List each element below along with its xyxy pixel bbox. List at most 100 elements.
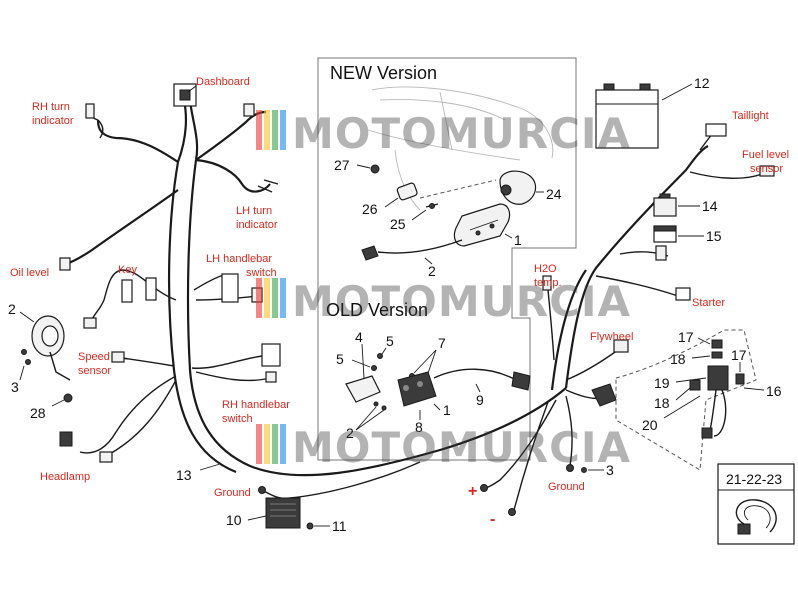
label-lh-switch-1: LH handlebar [206, 253, 272, 265]
callout-26: 26 [362, 201, 378, 217]
old-version-title: OLD Version [326, 300, 428, 320]
branch-ground-right [565, 395, 573, 467]
part-1-coil-old [397, 371, 437, 407]
branch-flywheel [565, 349, 619, 381]
svg-text:MOTOMURCIA: MOTOMURCIA [292, 423, 631, 472]
label-h2o-2: temp. [534, 277, 562, 289]
red-labels: Dashboard RH turn indicator LH turn indi… [10, 76, 789, 528]
branch-headlamp [79, 375, 177, 457]
callout-21-22-23: 21-22-23 [726, 471, 782, 487]
part-24-bracket [499, 170, 544, 205]
lead-battery-plus [483, 399, 557, 489]
branch-upper-right [195, 110, 267, 161]
branch-speed-sensor [121, 357, 175, 367]
label-lh-turn-2: indicator [236, 219, 278, 231]
callout-2-new: 2 [428, 263, 436, 279]
label-ground-right: Ground [548, 481, 585, 493]
part-2-horn [31, 315, 71, 381]
callout-14: 14 [702, 198, 718, 214]
callout-17-b: 17 [731, 347, 747, 363]
label-rh-turn-1: RH turn [32, 101, 70, 113]
watermark-middle: MOTOMURCIA [256, 277, 631, 326]
part-4-bracket [345, 375, 381, 403]
lead-battery-minus [513, 401, 549, 511]
label-speed-2: sensor [78, 365, 111, 377]
oil-level-connector [59, 257, 71, 271]
label-h2o-1: H2O [534, 263, 557, 275]
callout-1-new: 1 [514, 232, 522, 248]
branch-lh-turn [195, 158, 271, 193]
branch-key [89, 269, 177, 325]
spark-cap-old [511, 371, 531, 391]
label-fuel-1: Fuel level [742, 149, 789, 161]
svg-text:MOTOMURCIA: MOTOMURCIA [292, 277, 631, 326]
callout-4: 4 [355, 329, 363, 345]
label-ground-left: Ground [214, 487, 251, 499]
harness-trunk-rear [564, 145, 709, 389]
label-minus: - [490, 511, 495, 528]
callout-16: 16 [766, 383, 782, 399]
watermarks: MOTOMURCIA MOTOMURCIA MOTOMURCIA [256, 109, 631, 472]
label-oil-level: Oil level [10, 267, 49, 279]
callout-24: 24 [546, 186, 562, 202]
callout-1-old: 1 [443, 402, 451, 418]
part-1-ecu-new [453, 203, 511, 247]
harness-trunk-lower [186, 159, 567, 477]
label-rh-switch-2: switch [222, 413, 253, 425]
part-10-regulator [265, 497, 301, 529]
main-harness [59, 83, 775, 516]
ghost-bracket [394, 149, 421, 211]
callout-20: 20 [642, 417, 658, 433]
version-frame [317, 57, 577, 461]
ignition-cable-new [377, 239, 463, 254]
callout-11: 11 [332, 518, 347, 534]
branch-rh-switch [191, 355, 271, 382]
callout-7: 7 [438, 335, 446, 351]
branch-ground-left [261, 461, 421, 500]
callout-10: 10 [226, 512, 242, 528]
callout-15: 15 [706, 228, 722, 244]
part-11-screw [306, 522, 314, 530]
watermark-top: MOTOMURCIA [256, 109, 630, 158]
branch-starter [595, 275, 679, 297]
callout-28: 28 [30, 405, 46, 421]
assembly-dash [419, 179, 497, 199]
label-plus: + [468, 483, 477, 500]
part-5-screw-b [377, 353, 383, 359]
callout-25: 25 [390, 216, 406, 232]
branch-dashboard [176, 99, 199, 163]
callout-3-right: 3 [606, 462, 614, 478]
part-15-relay [653, 225, 677, 243]
callout-3-left: 3 [11, 379, 19, 395]
label-rh-turn-2: indicator [32, 115, 74, 127]
ghost-bodywork [367, 86, 554, 161]
label-taillight: Taillight [732, 110, 769, 122]
part-9-ht-lead [433, 368, 517, 381]
watermark-bottom: MOTOMURCIA [256, 423, 631, 472]
inset-cable-tie: 21-22-23 [717, 463, 795, 545]
callout-27: 27 [334, 157, 350, 173]
part-26-spacer [396, 182, 418, 201]
spark-cap-new [361, 245, 379, 261]
callout-19: 19 [654, 375, 670, 391]
part-28-nut [63, 393, 73, 403]
label-dashboard: Dashboard [196, 76, 250, 88]
branch-oil-level [65, 189, 179, 266]
label-lh-switch-2: switch [246, 267, 277, 279]
harness-trunk-rear-b [550, 269, 587, 391]
rectifier-connector [591, 383, 617, 407]
callout-17-a: 17 [678, 329, 694, 345]
branch-h2o-temp [547, 289, 555, 361]
fusebox-assembly [689, 339, 745, 439]
part-27-nut [370, 164, 380, 174]
part-12-battery [595, 83, 659, 149]
label-flywheel: Flywheel [590, 331, 633, 343]
lh-switch-connector [221, 273, 239, 303]
label-key: Key [118, 264, 137, 276]
callout-13: 13 [176, 467, 192, 483]
new-version-panel: NEW Version 27 26 25 24 [317, 57, 577, 461]
new-version-title: NEW Version [330, 63, 437, 83]
callout-2-old: 2 [346, 425, 354, 441]
